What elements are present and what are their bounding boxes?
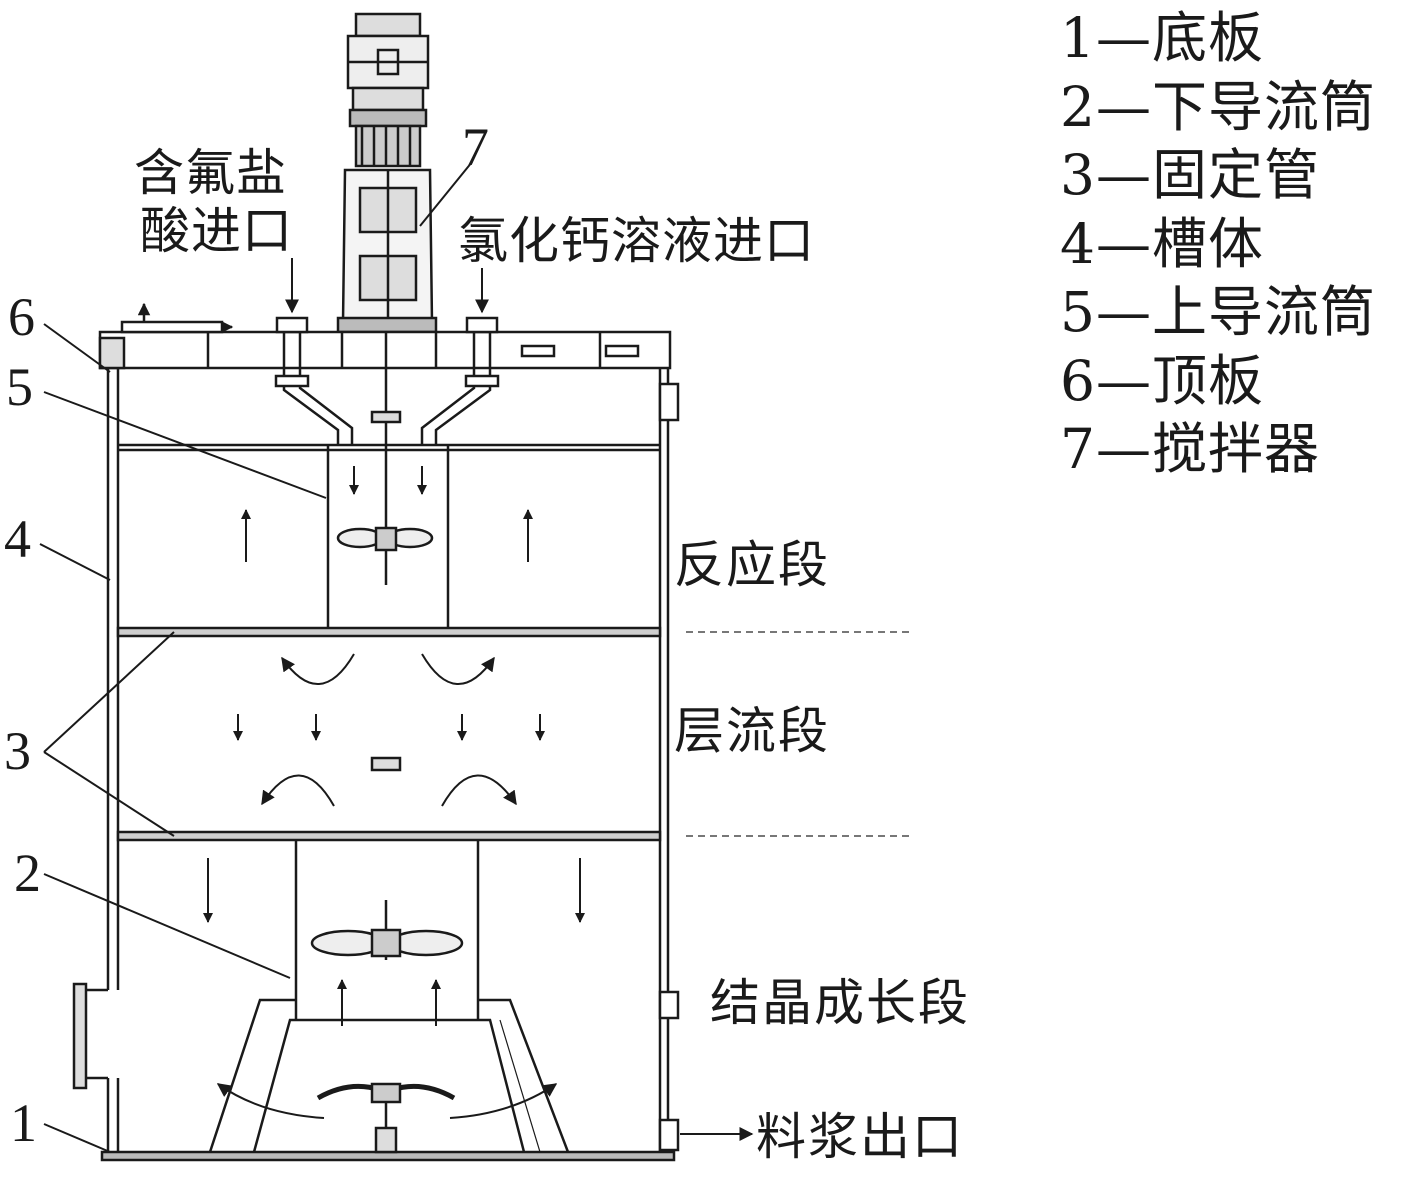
leader-lines: [39, 161, 473, 1153]
hcl-inlet-label-line1: 含氟盐: [134, 144, 287, 202]
legend-item-agitator: 7—搅拌器: [1060, 417, 1320, 481]
zone-crystal-growth-label: 结晶成长段: [710, 974, 970, 1032]
legend-item-upper-draft-tube: 5—上导流筒: [1060, 280, 1376, 344]
legend-item-top-plate: 6—顶板: [1060, 348, 1264, 413]
upper-draft-tube: [118, 443, 660, 630]
slurry-outlet-label: 料浆出口: [756, 1108, 964, 1166]
part-number-3: 3: [4, 721, 31, 781]
cacl2-inlet-label: 氯化钙溶液进口: [458, 212, 815, 270]
part-number-1: 1: [10, 1093, 37, 1153]
fixed-tubes: [116, 626, 662, 842]
legend: 1—底板 2—下导流筒 3—固定管 4—槽体 5—上导流筒 6—顶板 7—搅拌器: [1060, 4, 1376, 484]
part-number-6: 6: [8, 287, 35, 347]
motor-assembly: [336, 12, 438, 334]
hcl-inlet-label-line2: 酸进口: [140, 202, 293, 260]
zone-separators: [686, 631, 912, 837]
tank-body: [72, 368, 680, 1162]
legend-item-fixed-tube: 3—固定管: [1060, 143, 1320, 207]
legend-item-lower-draft-tube: 2—下导流筒: [1060, 74, 1376, 139]
part-number-4: 4: [4, 509, 31, 569]
zone-reaction-label: 反应段: [674, 536, 830, 594]
part-number-5: 5: [6, 357, 33, 417]
flow-arrows: [203, 258, 754, 1141]
zone-laminar-label: 层流段: [674, 702, 830, 760]
legend-item-bottom-plate: 1—底板: [1060, 6, 1264, 70]
part-number-2: 2: [14, 843, 41, 903]
legend-item-tank-body: 4—槽体: [1060, 211, 1264, 276]
feed-pipe-hcl: [274, 316, 354, 445]
agitator: [310, 332, 464, 1154]
part-number-7: 7: [462, 117, 489, 177]
feed-pipe-cacl2: [420, 316, 500, 445]
